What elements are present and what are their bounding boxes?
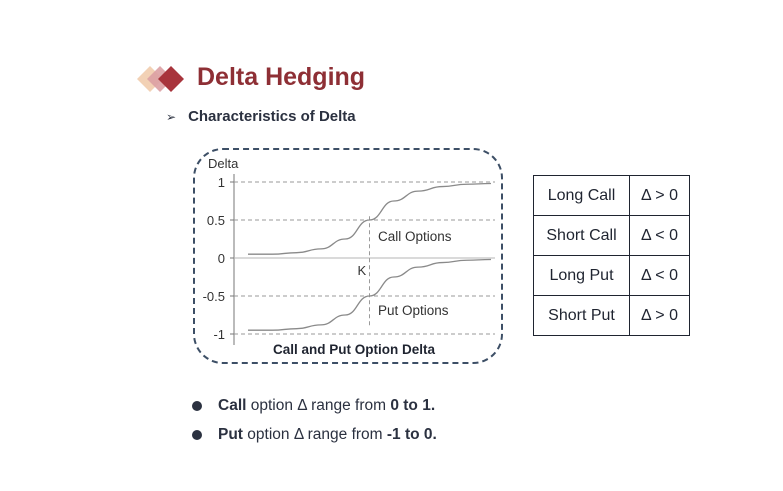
delta-sign-cell: Δ < 0 [629, 255, 690, 296]
bullet-list: Call option Δ range from 0 to 1. Put opti… [192, 391, 437, 449]
position-cell: Long Call [533, 175, 630, 216]
y-axis-label: Delta [208, 156, 239, 171]
y-tick-label-2: 0 [218, 251, 225, 266]
series-line-1 [247, 258, 492, 331]
bullet-dot-icon [192, 400, 202, 411]
position-cell: Short Put [533, 295, 630, 336]
title-diamond-logo-icon [137, 66, 184, 92]
series-label-put: Put Options [378, 303, 449, 318]
y-tick-label-1: 0.5 [207, 213, 225, 228]
list-item: Call option Δ range from 0 to 1. [192, 391, 437, 420]
series-line-0 [247, 182, 492, 255]
series-label-call: Call Options [378, 229, 452, 244]
bullet-dot-icon [192, 429, 202, 440]
arrow-bullet-icon: ➢ [166, 109, 177, 124]
position-cell: Long Put [533, 255, 630, 296]
chart-title: Call and Put Option Delta [273, 342, 435, 357]
strike-label: K [358, 263, 367, 278]
y-tick-label-4: -1 [213, 327, 225, 342]
y-tick-label-0: 1 [218, 175, 225, 190]
bullet-text: Call option Δ range from 0 to 1. [218, 396, 436, 414]
chart-frame [193, 148, 503, 364]
y-tick-label-3: -0.5 [203, 289, 225, 304]
delta-sign-cell: Δ < 0 [629, 215, 690, 256]
delta-sign-cell: Δ > 0 [629, 295, 690, 336]
list-item: Put option Δ range from -1 to 0. [192, 420, 437, 449]
position-cell: Short Call [533, 215, 630, 256]
delta-sign-cell: Δ > 0 [629, 175, 690, 216]
section-heading-text: Characteristics of Delta [188, 108, 356, 125]
page-title: Delta Hedging [197, 63, 366, 91]
section-heading: ➢ Characteristics of Delta [166, 108, 356, 125]
bullet-text: Put option Δ range from -1 to 0. [218, 425, 437, 443]
